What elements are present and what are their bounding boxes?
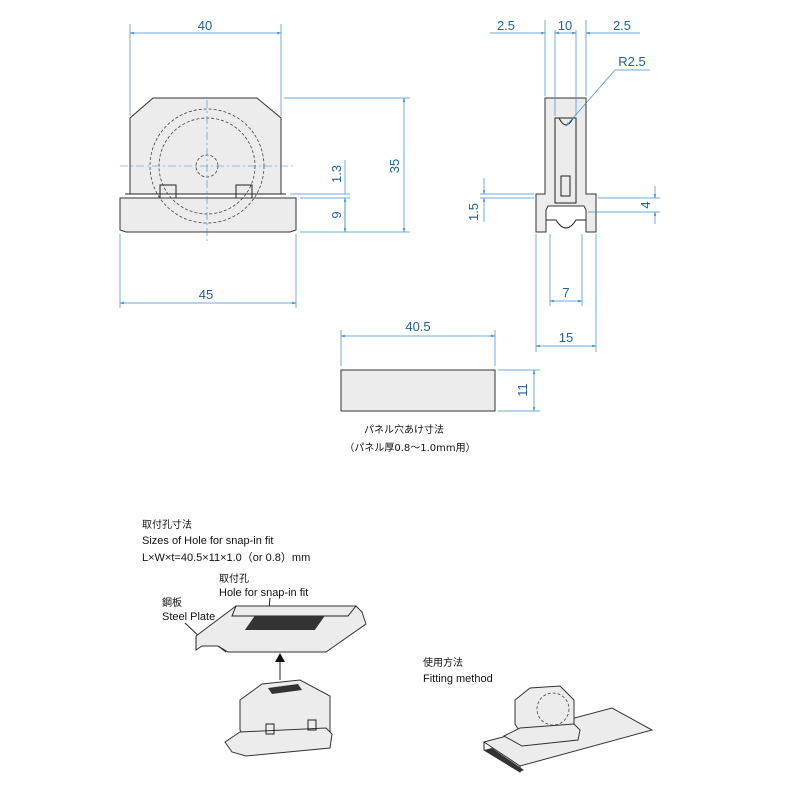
roller-part-tab-left (265, 723, 275, 735)
side-view (535, 97, 597, 233)
panel-caption-line2: （パネル厚0.8～1.0mm用） (344, 442, 475, 454)
plate-label-en: Steel Plate (162, 611, 215, 623)
dim-side-1-5: 1.5 (466, 203, 481, 221)
insert-arrow-head (275, 653, 285, 662)
plate-label-jp: 鋼板 (162, 596, 182, 609)
usage-title-en: Fitting method (423, 673, 493, 685)
roller-part-dark-top (268, 684, 302, 694)
mounting-hole (244, 616, 325, 630)
hole-label-jp: 取付孔 (219, 572, 249, 585)
mounting-title-jp: 取付孔寸法 (142, 518, 192, 531)
front-dimensions: 40 35 1.3 9 45 (119, 18, 410, 308)
steel-plate-flange (195, 636, 227, 653)
front-body-outline (129, 97, 282, 195)
mounting-formula: L×W×t=40.5×11×1.0（or 0.8）mm (142, 551, 310, 564)
mounting-title-en: Sizes of Hole for snap-in fit (142, 535, 273, 547)
hole-label-en: Hole for snap-in fit (219, 587, 308, 599)
usage-title-jp: 使用方法 (423, 656, 463, 669)
front-snap-tab-right (235, 184, 253, 198)
dim-side-7: 7 (562, 285, 569, 300)
dim-side-4: 4 (638, 201, 653, 208)
front-view (119, 97, 297, 244)
dim-front-width: 40 (198, 18, 212, 33)
panel-cutout-rect (340, 369, 496, 412)
fitting-part-base (502, 723, 581, 747)
side-wheel-slot (554, 117, 577, 204)
front-base (119, 197, 297, 233)
dim-panel-width: 40.5 (405, 319, 430, 334)
dim-1-3: 1.3 (329, 165, 344, 183)
fitting-wheel-hidden (536, 692, 570, 726)
roller-part-tab-right (307, 719, 317, 731)
panel-cutout: 40.5 11 パネル穴あけ寸法 （パネル厚0.8～1.0mm用） (340, 319, 540, 454)
dim-9: 9 (329, 211, 344, 218)
dim-side-10: 10 (558, 18, 572, 33)
side-body (535, 97, 597, 233)
fitting-plate-dark (484, 748, 524, 772)
panel-caption-line1: パネル穴あけ寸法 (364, 423, 444, 436)
mounting-section: 取付孔寸法 Sizes of Hole for snap-in fit L×W×… (142, 518, 654, 773)
front-snap-tab-left (159, 184, 177, 198)
dim-panel-height: 11 (515, 383, 530, 397)
dim-radius: R2.5 (618, 54, 645, 69)
dim-base-width: 45 (199, 287, 213, 302)
side-base-cut (546, 219, 586, 229)
dim-side-15: 15 (559, 330, 573, 345)
side-snap-tab (560, 175, 571, 197)
fitting-part-body (514, 685, 575, 733)
dim-front-height: 35 (387, 159, 402, 173)
dim-side-2-5-left: 2.5 (497, 18, 515, 33)
side-dimensions: 2.5 10 2.5 R2.5 1.5 4 7 15 (466, 18, 660, 352)
dim-side-2-5-right: 2.5 (613, 18, 631, 33)
roller-part-base (224, 727, 333, 757)
